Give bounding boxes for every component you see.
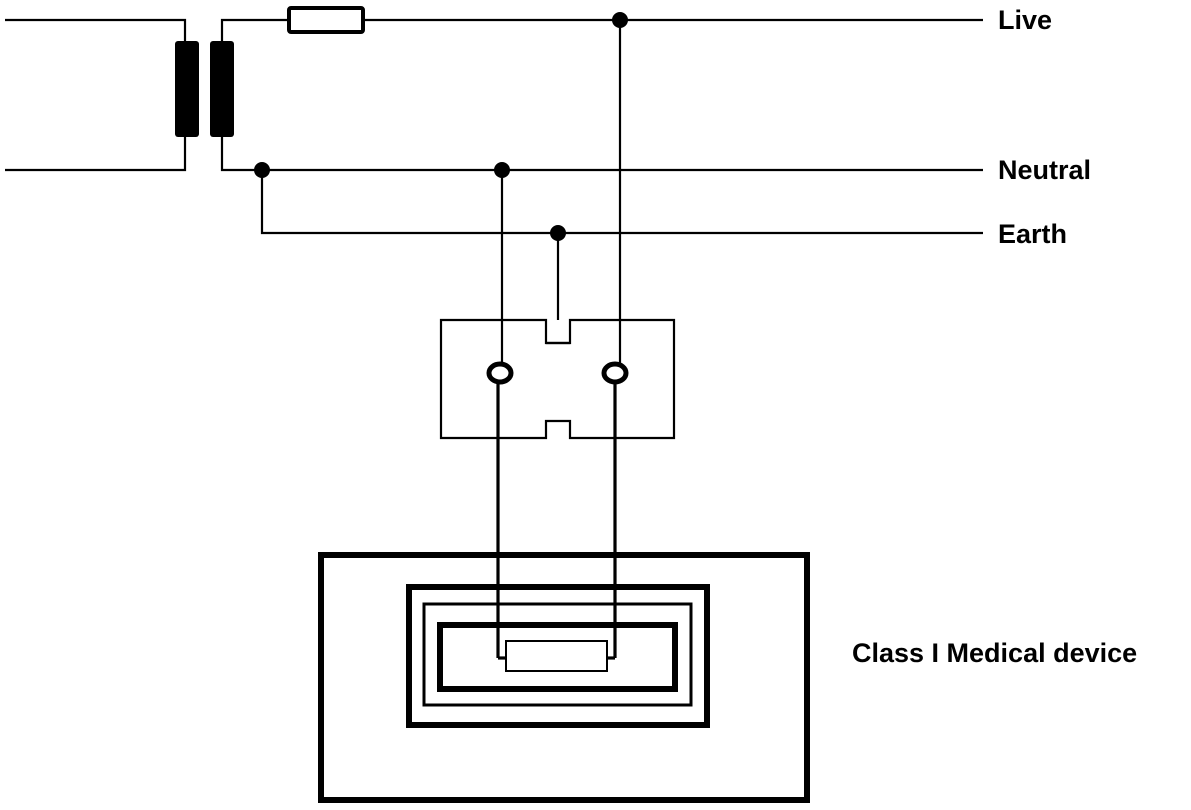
- earth-line: [260, 170, 983, 320]
- socket: [439, 318, 676, 440]
- live-socket-pin: [601, 361, 629, 385]
- neutral-socket-pin: [486, 361, 514, 385]
- transformer-secondary-coil: [210, 41, 234, 137]
- device-label: Class I Medical device: [852, 638, 1137, 668]
- earth-label: Earth: [998, 219, 1067, 249]
- medical-device: [318, 552, 810, 803]
- transformer: [175, 41, 234, 137]
- neutral-label: Neutral: [998, 155, 1091, 185]
- transformer-primary-coil: [175, 41, 199, 137]
- device-heating-element: [505, 640, 608, 672]
- device-outer-enclosure: [318, 552, 810, 803]
- fuse: [287, 6, 365, 34]
- neutral-line: [220, 137, 983, 178]
- live-line: [220, 6, 983, 42]
- device-insulation-middle: [422, 602, 693, 707]
- device-insulation-inner: [437, 622, 678, 692]
- live-label: Live: [998, 5, 1052, 35]
- device-insulation-outer: [406, 584, 710, 728]
- transformer-primary-wires: [5, 18, 187, 172]
